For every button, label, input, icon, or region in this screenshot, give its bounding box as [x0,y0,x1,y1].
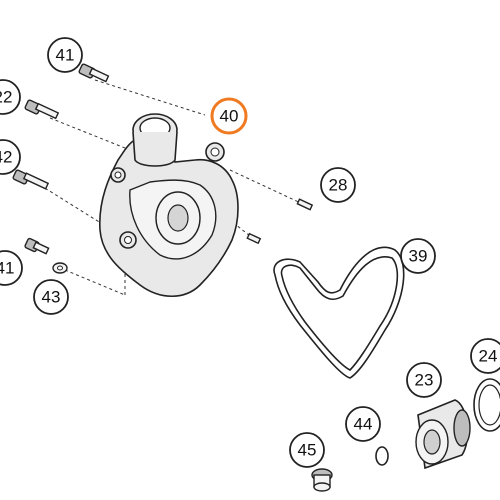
bolt-22 [24,99,60,120]
bolt-41-top [78,63,110,83]
pin-mid [246,232,262,245]
o-ring-24 [473,378,500,432]
pin-28 [296,198,314,211]
callout-40: 40 [210,97,248,135]
callout-45: 45 [289,432,325,468]
callout-label: 45 [298,441,317,460]
callout-24: 24 [470,338,500,374]
callout-label: 22 [0,88,12,107]
callout-43: 43 [33,279,69,315]
callout-41-lower: 41 [0,250,23,286]
callout-39: 39 [400,238,436,274]
callout-28: 28 [320,167,356,203]
callout-label: 44 [354,415,373,434]
callout-label: 43 [42,288,61,307]
water-pump-cover [99,113,239,297]
bolt-42 [12,169,50,190]
callout-label: 41 [56,46,75,65]
washer-43 [52,262,68,274]
drain-plug-45 [311,468,333,492]
bolt-41-lower [24,237,50,255]
callout-label: 24 [479,347,498,366]
callout-41-top: 41 [47,37,83,73]
o-ring-44 [375,446,389,466]
callout-label: 42 [0,148,12,167]
callout-42: 42 [0,139,21,175]
callout-label: 39 [409,247,428,266]
callout-label: 23 [415,371,434,390]
callout-23: 23 [406,362,442,398]
callout-label: 40 [220,107,239,126]
callout-22: 22 [0,79,21,115]
gasket-39 [273,246,405,379]
part-23 [415,399,471,470]
callout-44: 44 [345,406,381,442]
callout-label: 41 [0,259,14,278]
callout-label: 28 [329,176,348,195]
